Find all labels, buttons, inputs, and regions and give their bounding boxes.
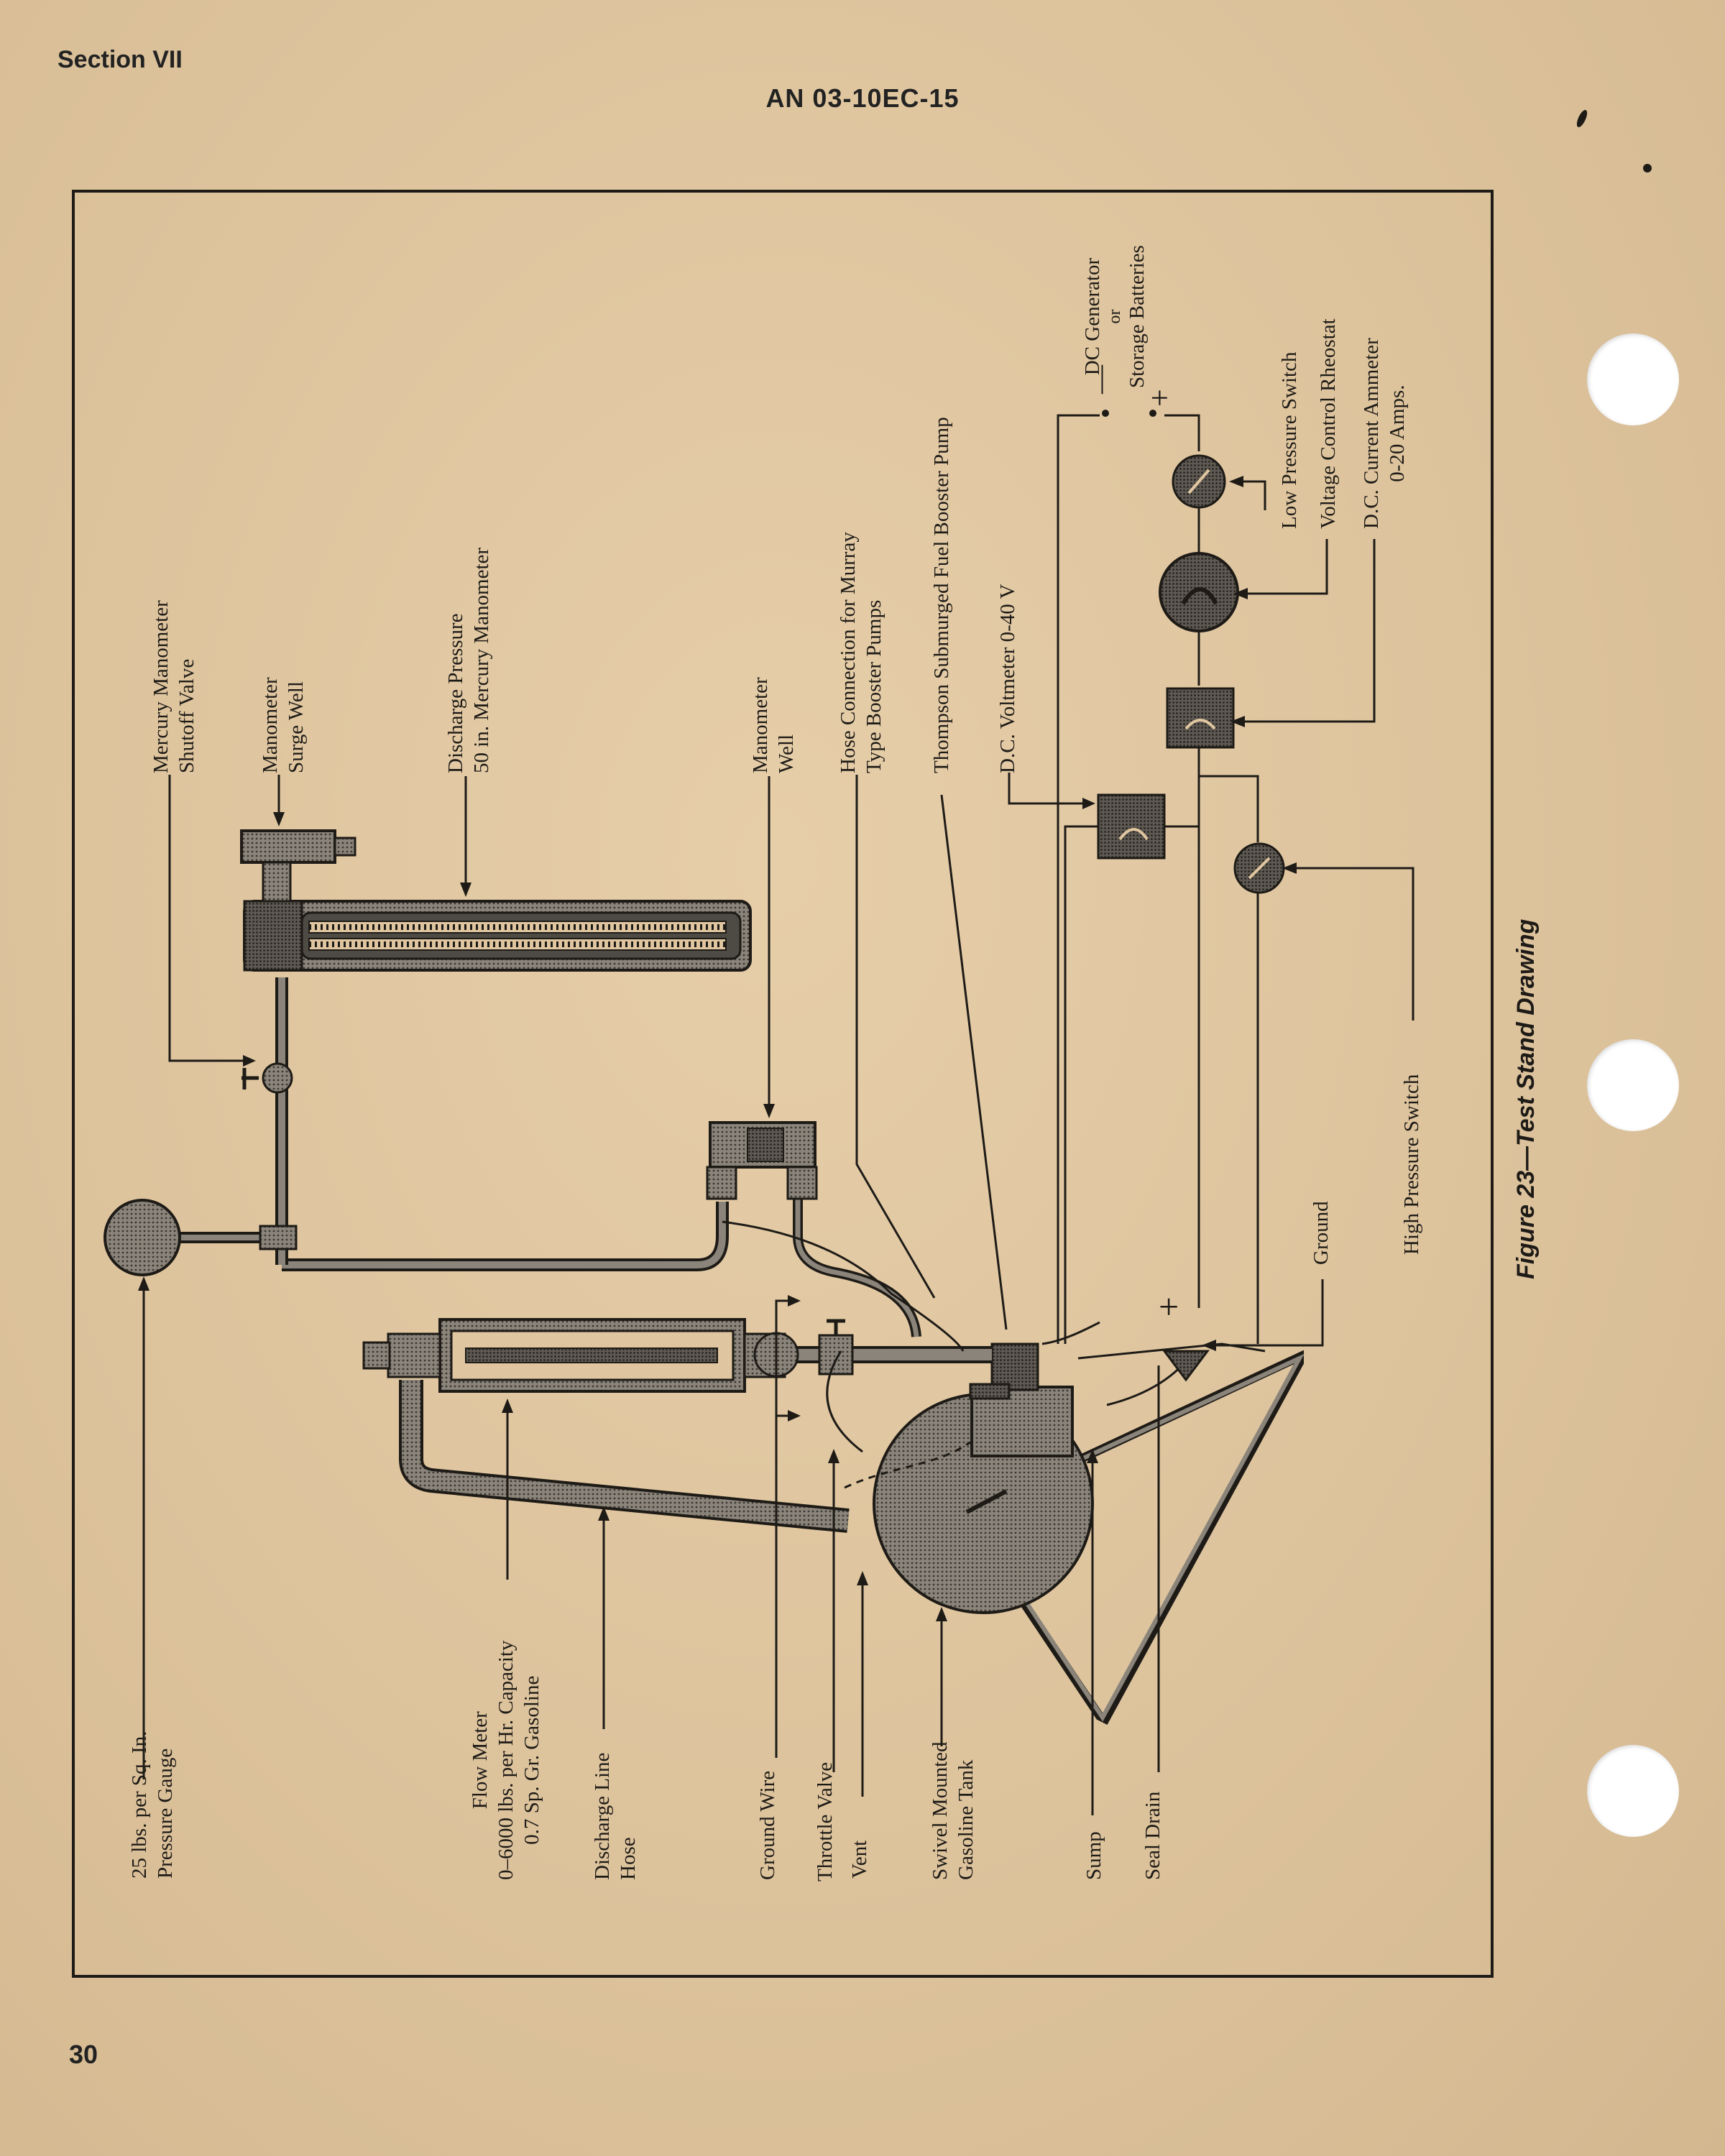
pressure-gauge	[104, 1199, 181, 1276]
label-sump: Sump	[1082, 1831, 1105, 1880]
label-throttle-valve: Throttle Valve	[814, 1761, 837, 1881]
shutoff-valve	[262, 1062, 293, 1094]
dc-voltmeter	[1097, 793, 1166, 860]
document-number: AN 03-10EC-15	[765, 83, 960, 113]
punch-hole-top	[1587, 333, 1679, 425]
label-seal-drain: Seal Drain	[1141, 1791, 1164, 1880]
label-high-pressure-switch: High Pressure Switch	[1400, 1074, 1423, 1255]
label-rheostat: Voltage Control Rheostat	[1317, 318, 1340, 529]
label-ground-wire: Ground Wire	[756, 1770, 779, 1880]
page-number: 30	[69, 2040, 98, 2069]
punch-hole-middle	[1587, 1039, 1679, 1131]
dc-current-ammeter	[1166, 687, 1235, 749]
label-pressure-gauge: 25 lbs. per Sq. In.Pressure Gauge	[128, 1731, 177, 1879]
label-vent: Vent	[848, 1840, 871, 1879]
ink-mark	[1643, 164, 1652, 172]
voltage-control-rheostat	[1159, 552, 1239, 632]
figure-caption: Figure 23—Test Stand Drawing	[1512, 918, 1540, 1279]
figure-frame	[72, 190, 1494, 1978]
ground-symbol	[1162, 1350, 1210, 1382]
section-label: Section VII	[58, 46, 183, 73]
manometer-surge-well	[240, 829, 336, 864]
punch-hole-bottom	[1587, 1745, 1679, 1837]
label-ground: Ground	[1310, 1201, 1333, 1265]
label-voltmeter: D.C. Voltmeter 0-40 V	[996, 584, 1019, 773]
ground-plus-symbol: +	[1159, 1286, 1179, 1327]
throttle-valve	[818, 1334, 854, 1376]
label-booster-pump: Thompson Submurged Fuel Booster Pump	[930, 417, 953, 773]
label-low-pressure-switch: Low Pressure Switch	[1278, 351, 1301, 529]
battery-plus-symbol: +	[1142, 389, 1177, 407]
